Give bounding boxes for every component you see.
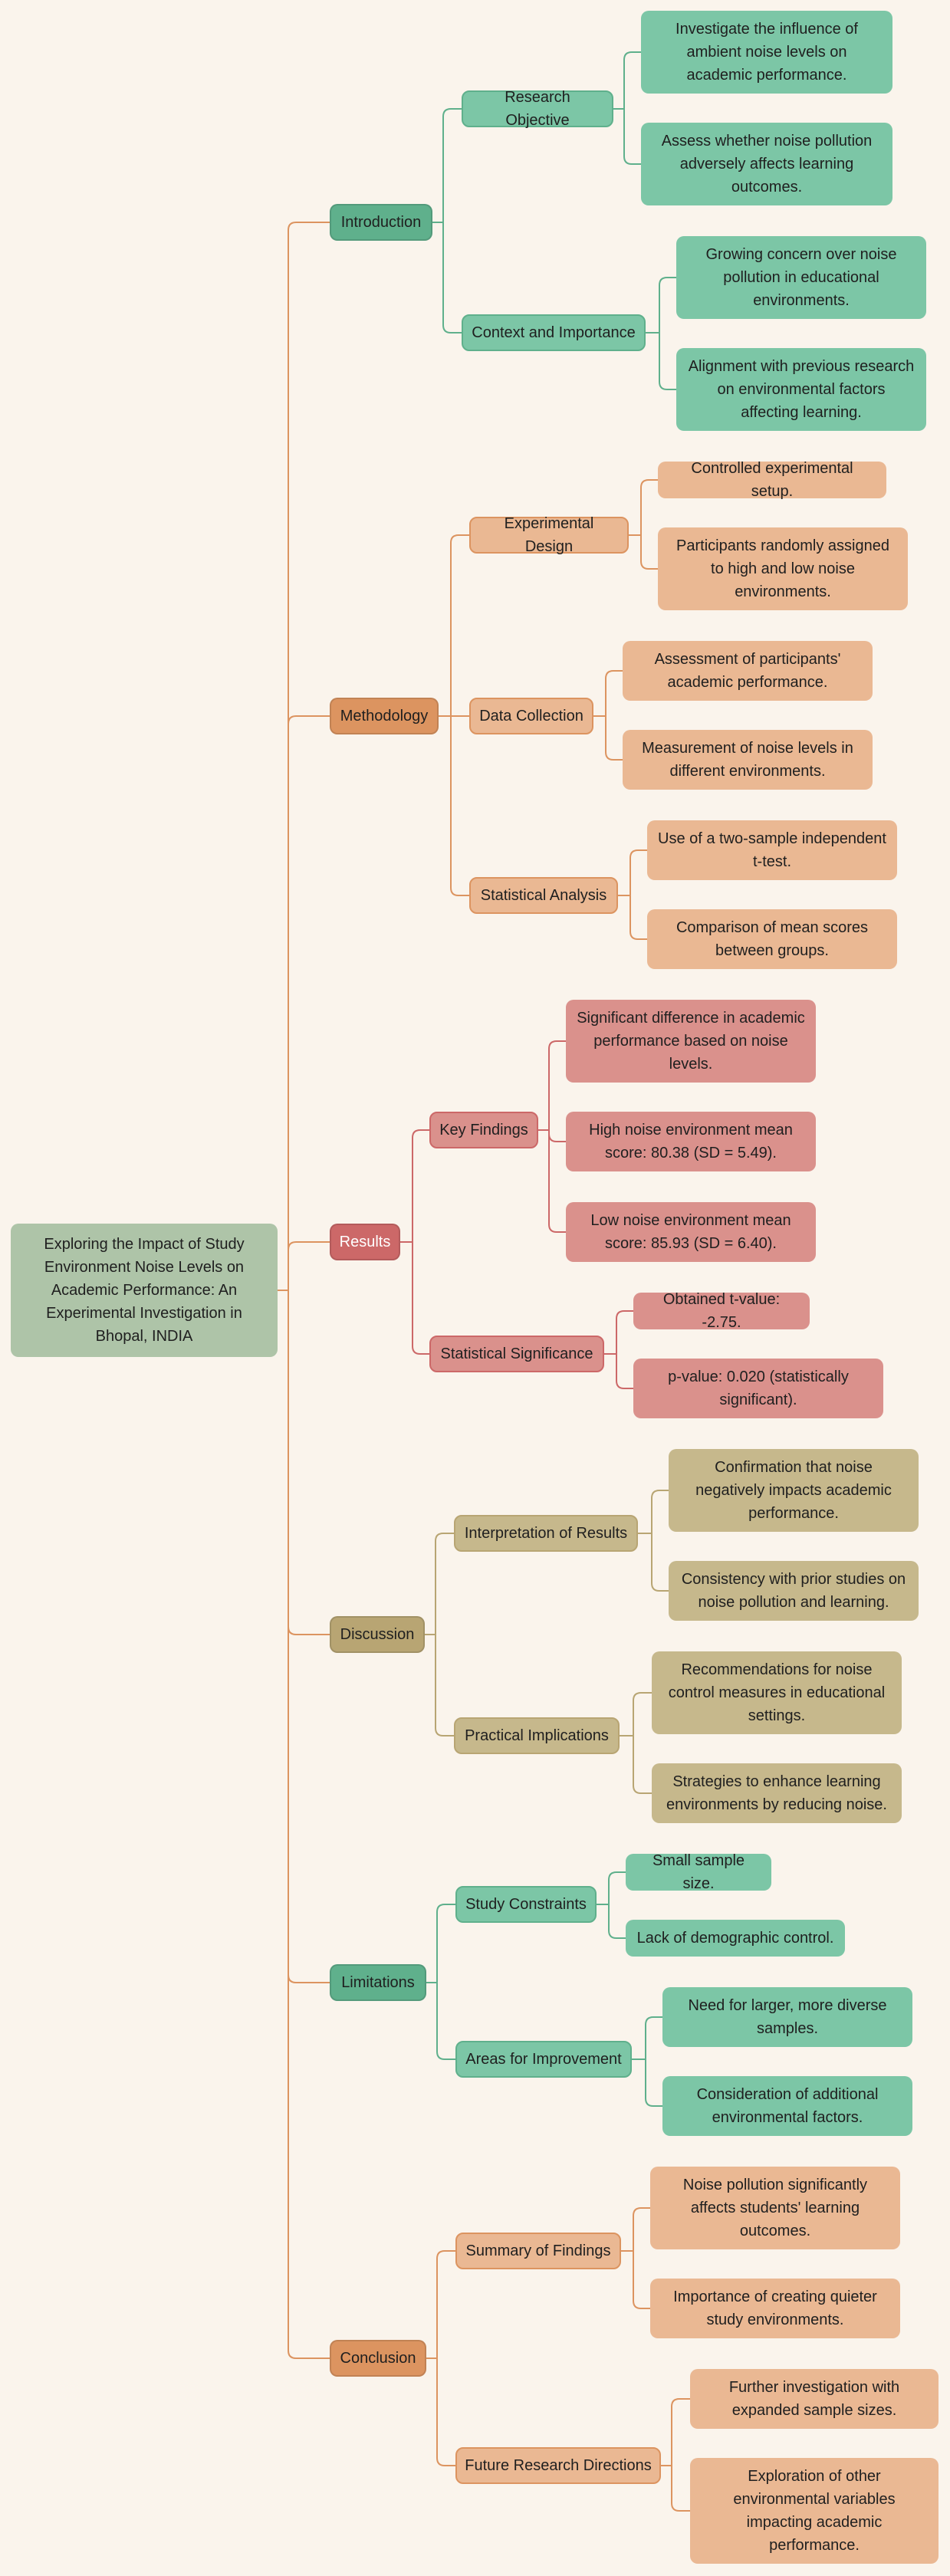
leaf-context-importance-2: Alignment with previous research on envi… <box>676 348 926 431</box>
results-connector <box>400 1129 429 1355</box>
branch-conclusion: Conclusion <box>330 2340 426 2377</box>
introduction-connector <box>432 108 462 334</box>
statistical-analysis-connector <box>618 849 647 940</box>
interpretation-connector <box>638 1490 669 1592</box>
leaf-statistical-significance-1: Obtained t-value: -2.75. <box>633 1291 810 1331</box>
leaf-study-constraints-2: Lack of demographic control. <box>626 1920 845 1957</box>
root-topic: Exploring the Impact of Study Environmen… <box>11 1224 278 1357</box>
key-findings-connector <box>538 1040 566 1233</box>
branch-discussion: Discussion <box>330 1616 425 1653</box>
research-objective-connector <box>613 51 641 165</box>
leaf-research-objective-2: Assess whether noise pollution adversely… <box>641 123 892 205</box>
discussion-connector <box>425 1533 454 1737</box>
leaf-key-findings-1: Significant difference in academic perfo… <box>566 1000 816 1083</box>
summary-findings-connector <box>621 2207 650 2309</box>
leaf-statistical-analysis-2: Comparison of mean scores between groups… <box>647 909 897 969</box>
future-research-connector <box>661 2398 690 2512</box>
leaf-future-research-2: Exploration of other environmental varia… <box>690 2458 938 2564</box>
study-constraints-connector <box>597 1871 626 1939</box>
statistical-significance-connector <box>604 1310 633 1389</box>
leaf-statistical-significance-2: p-value: 0.020 (statistically significan… <box>633 1359 883 1418</box>
topic-key-findings: Key Findings <box>429 1112 538 1148</box>
leaf-interpretation-results-2: Consistency with prior studies on noise … <box>669 1561 919 1621</box>
leaf-summary-findings-1: Noise pollution significantly affects st… <box>650 2167 900 2249</box>
branch-results: Results <box>330 1224 400 1260</box>
topic-practical-implications: Practical Implications <box>454 1717 620 1754</box>
topic-study-constraints: Study Constraints <box>455 1886 597 1923</box>
topic-statistical-analysis: Statistical Analysis <box>469 877 618 914</box>
leaf-research-objective-1: Investigate the influence of ambient noi… <box>641 11 892 94</box>
leaf-summary-findings-2: Importance of creating quieter study env… <box>650 2279 900 2338</box>
topic-research-objective: Research Objective <box>462 89 613 129</box>
data-collection-connector <box>593 670 623 761</box>
topic-interpretation-results: Interpretation of Results <box>454 1515 638 1552</box>
leaf-experimental-design-2: Participants randomly assigned to high a… <box>658 527 908 610</box>
conclusion-connector <box>426 2250 455 2466</box>
leaf-practical-implications-1: Recommendations for noise control measur… <box>652 1651 902 1734</box>
topic-areas-improvement: Areas for Improvement <box>455 2041 632 2078</box>
topic-data-collection: Data Collection <box>469 698 593 734</box>
topic-future-research: Future Research Directions <box>455 2447 661 2484</box>
branch-introduction: Introduction <box>330 204 432 241</box>
leaf-areas-improvement-2: Consideration of additional environmenta… <box>662 2076 912 2136</box>
leaf-study-constraints-1: Small sample size. <box>626 1852 771 1892</box>
leaf-statistical-analysis-1: Use of a two-sample independent t-test. <box>647 820 897 880</box>
topic-experimental-design: Experimental Design <box>469 515 629 555</box>
leaf-areas-improvement-1: Need for larger, more diverse samples. <box>662 1987 912 2047</box>
methodology-connector <box>439 534 469 896</box>
topic-summary-findings: Summary of Findings <box>455 2233 621 2269</box>
leaf-interpretation-results-1: Confirmation that noise negatively impac… <box>669 1449 919 1532</box>
root-connector <box>278 222 330 2359</box>
topic-context-importance: Context and Importance <box>462 314 646 351</box>
practical-implications-connector <box>620 1692 652 1794</box>
context-importance-connector <box>646 277 676 390</box>
experimental-design-connector <box>629 479 658 570</box>
leaf-future-research-1: Further investigation with expanded samp… <box>690 2369 938 2429</box>
leaf-practical-implications-2: Strategies to enhance learning environme… <box>652 1763 902 1823</box>
topic-statistical-significance: Statistical Significance <box>429 1336 604 1372</box>
leaf-key-findings-3: Low noise environment mean score: 85.93 … <box>566 1202 816 1262</box>
areas-improvement-connector <box>632 2016 662 2107</box>
leaf-context-importance-1: Growing concern over noise pollution in … <box>676 236 926 319</box>
leaf-data-collection-2: Measurement of noise levels in different… <box>623 730 873 790</box>
leaf-experimental-design-1: Controlled experimental setup. <box>658 460 886 500</box>
branch-methodology: Methodology <box>330 698 439 734</box>
leaf-key-findings-2: High noise environment mean score: 80.38… <box>566 1112 816 1171</box>
branch-limitations: Limitations <box>330 1964 426 2001</box>
limitations-connector <box>426 1904 455 2060</box>
leaf-data-collection-1: Assessment of participants' academic per… <box>623 641 873 701</box>
